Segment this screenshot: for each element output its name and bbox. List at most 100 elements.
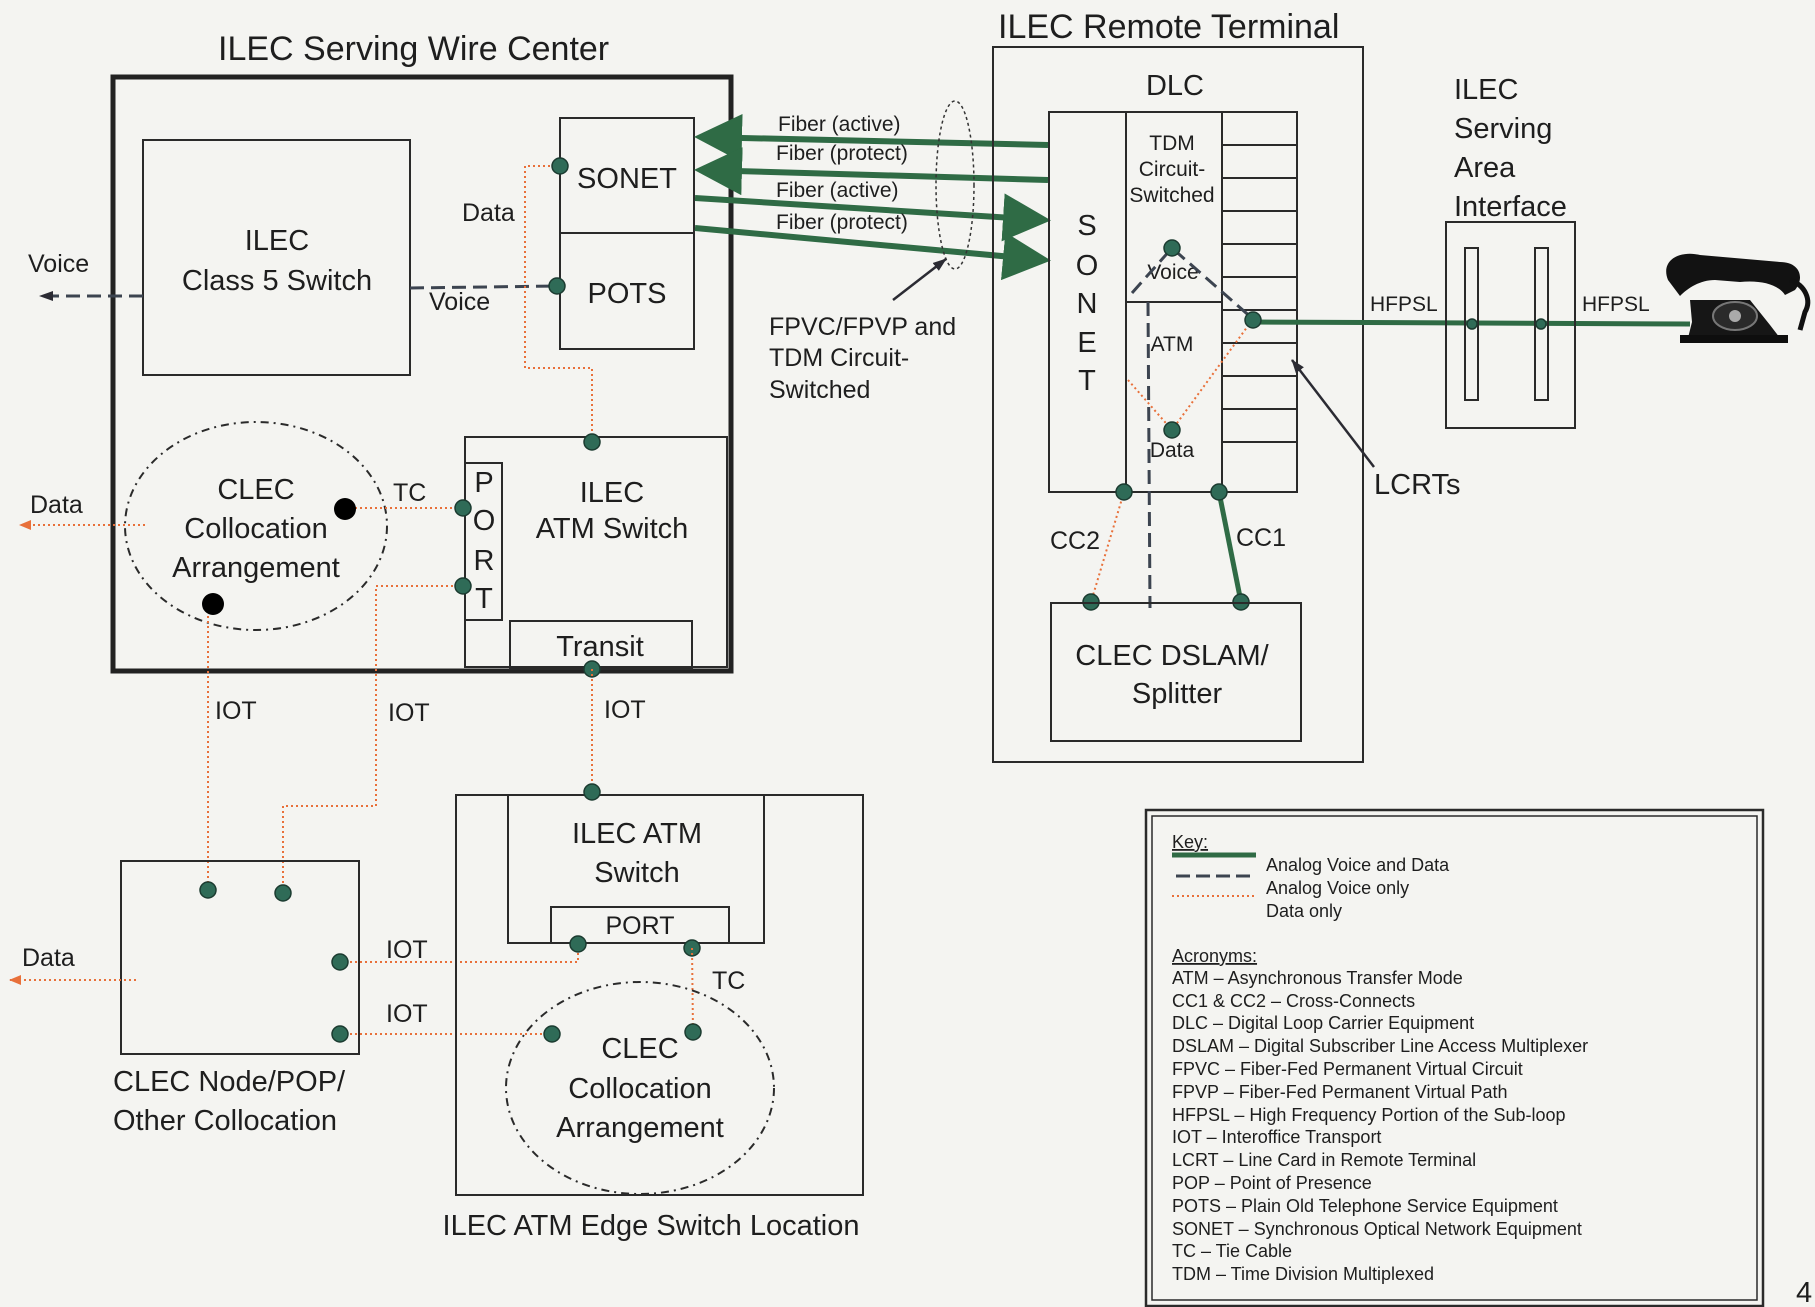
iot-label-upper: IOT — [386, 936, 428, 964]
iot-label-lower: IOT — [386, 1000, 428, 1028]
edge-tc-label: TC — [712, 967, 745, 995]
sai-terminal-left — [1464, 247, 1479, 401]
wire-center-border — [110, 74, 734, 674]
atm-top-node — [583, 433, 601, 451]
clec-top-node-2 — [202, 593, 224, 615]
port-letter-o: O — [473, 505, 496, 537]
clec-node-port-3 — [331, 953, 349, 971]
remote-terminal-title: ILEC Remote Terminal — [998, 8, 1339, 46]
tdm-label-2: Circuit- — [1139, 158, 1206, 181]
rt-data-node — [1163, 421, 1181, 439]
dslam-label-1: CLEC DSLAM/ — [1075, 640, 1269, 672]
line-card-slots — [1222, 144, 1297, 443]
cc2-label: CC2 — [1050, 527, 1100, 555]
port-letter-r: R — [474, 545, 495, 577]
clec-node-port-4 — [331, 1025, 349, 1043]
clec-bottom-label-3: Arrangement — [556, 1112, 724, 1144]
clec-bottom-label-1: CLEC — [601, 1033, 678, 1065]
acronym-pop: POP – Point of Presence — [1172, 1173, 1372, 1193]
fiber-note-3: Switched — [769, 376, 870, 404]
sonet-node — [551, 157, 569, 175]
acronym-lcrt: LCRT – Line Card in Remote Terminal — [1172, 1150, 1476, 1170]
fiber-note-2: TDM Circuit- — [769, 344, 909, 372]
acronym-dlc: DLC – Digital Loop Carrier Equipment — [1172, 1013, 1474, 1033]
clec-node-port-2 — [274, 884, 292, 902]
legend-acronyms-title: Acronyms: — [1172, 946, 1257, 966]
sai-node-right — [1535, 318, 1547, 330]
cc1-label: CC1 — [1236, 524, 1286, 552]
sai-label-2: Serving — [1454, 113, 1552, 145]
acronym-dslam: DSLAM – Digital Subscriber Line Access M… — [1172, 1036, 1588, 1056]
rt-sonet-t: T — [1078, 365, 1096, 397]
legend-item-voice-data: Analog Voice and Data — [1266, 855, 1450, 875]
atm-switch-label-2: ATM Switch — [536, 513, 689, 545]
acronym-hfpsl: HFPSL – High Frequency Portion of the Su… — [1172, 1105, 1566, 1125]
serving-area-interface: ILEC Serving Area Interface HFPSL HFPSL — [1370, 74, 1650, 429]
class5-switch-label-2: Class 5 Switch — [182, 265, 372, 297]
legend-item-voice: Analog Voice only — [1266, 878, 1409, 898]
pots-label: POTS — [588, 278, 667, 310]
rt-sonet-e: E — [1077, 327, 1096, 359]
clec-node-data-label: Data — [22, 944, 75, 972]
cc2-top-node — [1115, 483, 1133, 501]
hfpsl-left-label: HFPSL — [1370, 293, 1438, 316]
legend: Key: Analog Voice and Data Analog Voice … — [1144, 808, 1765, 1307]
dlc-label: DLC — [1146, 70, 1204, 102]
edge-atm-label-2: Switch — [594, 857, 679, 889]
acronym-pots: POTS – Plain Old Telephone Service Equip… — [1172, 1196, 1558, 1216]
lcrt-node — [1244, 311, 1262, 329]
clec-top-label-3: Arrangement — [172, 552, 340, 584]
dlc-box — [1048, 111, 1298, 493]
class5-switch-label-1: ILEC — [245, 225, 309, 257]
rt-sonet-o: O — [1076, 250, 1099, 282]
iot-links: IOT IOT IOT IOT IOT — [215, 669, 646, 1035]
legend-inner — [1151, 815, 1758, 1301]
rt-sonet-n: N — [1077, 288, 1098, 320]
voice-out-label: Voice — [28, 250, 89, 278]
rt-atm-label: ATM — [1151, 333, 1194, 356]
iot-label-left: IOT — [215, 697, 257, 725]
clec-node-port-1 — [199, 881, 217, 899]
port-node-1 — [454, 499, 472, 517]
clec-node-label-1: CLEC Node/POP/ — [113, 1066, 346, 1098]
port-node-2 — [454, 577, 472, 595]
clec-collocation-top — [124, 421, 388, 631]
clec-bottom-label-2: Collocation — [568, 1073, 711, 1105]
sai-box — [1445, 221, 1576, 429]
telephone-icon — [1666, 253, 1811, 343]
pots-node — [548, 277, 566, 295]
fiber-active-1: Fiber (active) — [778, 113, 901, 136]
edge-atm-label-1: ILEC ATM — [572, 818, 702, 850]
iot-label-middle: IOT — [388, 699, 430, 727]
acronym-tdm: TDM – Time Division Multiplexed — [1172, 1264, 1434, 1284]
sai-label-4: Interface — [1454, 191, 1567, 223]
edge-port-node-1 — [569, 935, 587, 953]
class5-switch-box — [142, 139, 411, 376]
clec-node-label-2: Other Collocation — [113, 1105, 337, 1137]
legend-outer — [1144, 808, 1765, 1307]
clec-collocation-bottom — [505, 981, 775, 1195]
port-letter-p: P — [474, 467, 493, 499]
fiber-protect-2: Fiber (protect) — [776, 211, 908, 234]
sai-node-left — [1466, 318, 1478, 330]
clec-top-label-2: Collocation — [184, 513, 327, 545]
port-letter-t: T — [475, 583, 493, 615]
rt-sonet-s: S — [1077, 210, 1096, 242]
clec-top-label-1: CLEC — [217, 474, 294, 506]
acronym-atm: ATM – Asynchronous Transfer Mode — [1172, 968, 1463, 988]
transit-label: Transit — [556, 631, 644, 663]
fiber-note-1: FPVC/FPVP and — [769, 313, 956, 341]
data-out-label-top: Data — [30, 491, 83, 519]
iot-label-right: IOT — [604, 696, 646, 724]
fiber-bundle-ellipse — [935, 100, 975, 270]
edge-port-label: PORT — [606, 912, 675, 940]
acronym-cc: CC1 & CC2 – Cross-Connects — [1172, 991, 1415, 1011]
fiber-active-2: Fiber (active) — [776, 179, 899, 202]
acronym-fpvc: FPVC – Fiber-Fed Permanent Virtual Circu… — [1172, 1059, 1523, 1079]
clec-top-node-1 — [334, 498, 356, 520]
tc-label-top: TC — [393, 479, 426, 507]
edge-location-title: ILEC ATM Edge Switch Location — [443, 1210, 860, 1242]
hfpsl-right-label: HFPSL — [1582, 293, 1650, 316]
dslam-label-2: Splitter — [1132, 678, 1223, 710]
